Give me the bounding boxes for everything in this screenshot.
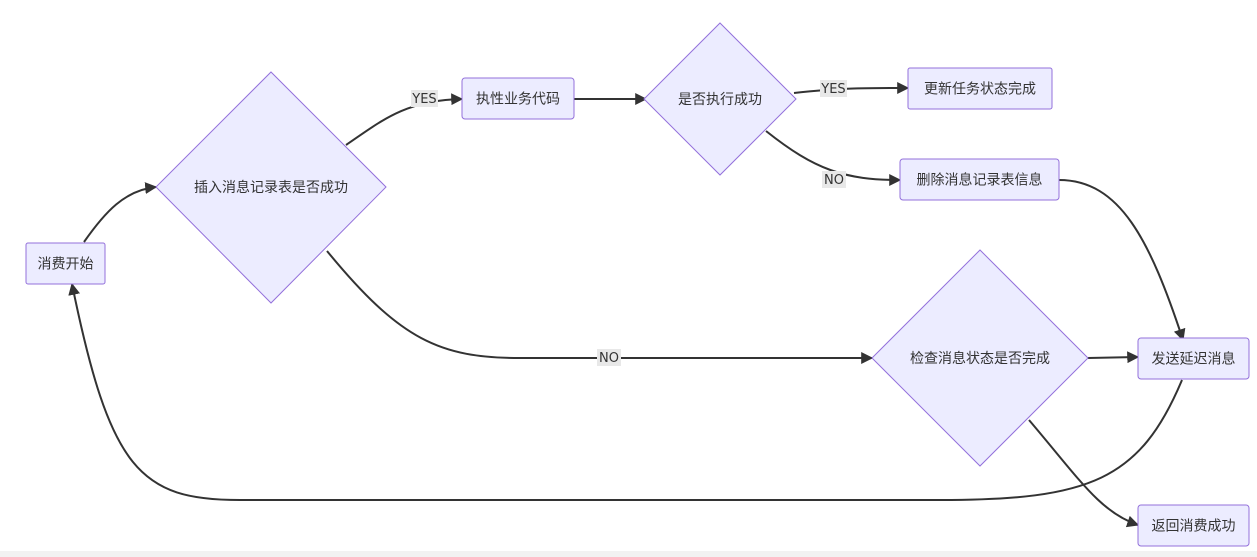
node-check-status[interactable]: 检查消息状态是否完成: [871, 249, 1089, 467]
edge-start-to-insert: [83, 182, 158, 243]
edge-success-yes-to-update: [793, 82, 910, 95]
node-delete-record[interactable]: 删除消息记录表信息: [899, 158, 1060, 201]
svg-text:是否执行成功: 是否执行成功: [678, 92, 762, 108]
node-exec-code[interactable]: 执性业务代码: [461, 77, 575, 120]
edge-check-to-return: [1028, 419, 1140, 528]
bottom-scroll-strip: [0, 551, 1257, 557]
node-return-success[interactable]: 返回消费成功: [1137, 504, 1250, 547]
edge-label-insert-no: NO: [597, 349, 621, 366]
svg-text:NO: NO: [824, 173, 844, 188]
svg-text:更新任务状态完成: 更新任务状态完成: [924, 82, 1036, 98]
node-start[interactable]: 消费开始: [25, 242, 106, 285]
svg-text:NO: NO: [599, 351, 619, 366]
edge-check-to-send: [1087, 351, 1140, 364]
node-insert-check[interactable]: 插入消息记录表是否成功: [155, 71, 387, 304]
svg-text:YES: YES: [411, 92, 436, 107]
svg-text:YES: YES: [820, 82, 845, 97]
edge-label-exec-yes: YES: [820, 80, 847, 97]
edge-label-insert-yes: YES: [411, 90, 438, 107]
svg-text:插入消息记录表是否成功: 插入消息记录表是否成功: [194, 179, 348, 196]
edge-delete-to-send: [1058, 179, 1186, 342]
edge-success-no-to-delete: [765, 130, 902, 186]
svg-text:返回消费成功: 返回消费成功: [1152, 519, 1236, 535]
svg-text:消费开始: 消费开始: [38, 257, 94, 273]
svg-text:发送延迟消息: 发送延迟消息: [1152, 351, 1236, 368]
svg-text:删除消息记录表信息: 删除消息记录表信息: [917, 172, 1043, 189]
edge-label-exec-no: NO: [822, 171, 846, 188]
svg-text:检查消息状态是否完成: 检查消息状态是否完成: [910, 350, 1050, 367]
edge-insert-no-to-check: [326, 250, 874, 364]
edge-send-to-start: [68, 282, 1183, 501]
node-update-status[interactable]: 更新任务状态完成: [907, 67, 1053, 110]
node-send-delay[interactable]: 发送延迟消息: [1137, 337, 1250, 380]
edge-insert-yes-to-exec: [345, 93, 464, 146]
svg-text:执性业务代码: 执性业务代码: [476, 92, 560, 108]
node-exec-success[interactable]: 是否执行成功: [643, 22, 797, 176]
